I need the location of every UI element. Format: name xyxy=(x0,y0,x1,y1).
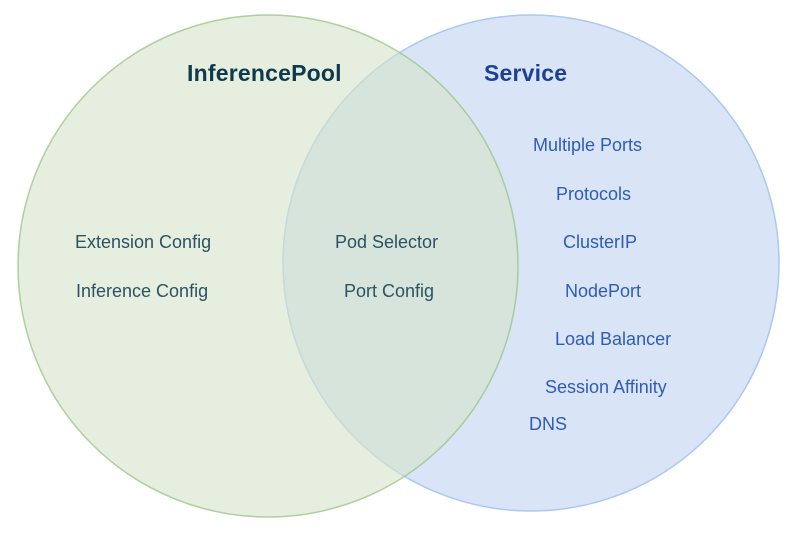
left-item-extension-config: Extension Config xyxy=(75,232,212,252)
right-item-dns: DNS xyxy=(529,414,568,434)
right-item-nodeport: NodePort xyxy=(565,281,642,301)
right-item-multiple-ports: Multiple Ports xyxy=(533,135,643,155)
right-item-load-balancer: Load Balancer xyxy=(555,329,672,349)
overlap-item-port-config: Port Config xyxy=(344,281,435,301)
inferencepool-circle xyxy=(17,14,519,518)
overlap-item-pod-selector: Pod Selector xyxy=(335,232,439,252)
inferencepool-title: InferencePool xyxy=(187,60,342,86)
right-item-clusterip: ClusterIP xyxy=(563,232,638,252)
service-title: Service xyxy=(484,60,568,86)
left-item-inference-config: Inference Config xyxy=(76,281,209,301)
right-item-session-affinity: Session Affinity xyxy=(545,377,667,397)
right-item-protocols: Protocols xyxy=(556,184,632,204)
